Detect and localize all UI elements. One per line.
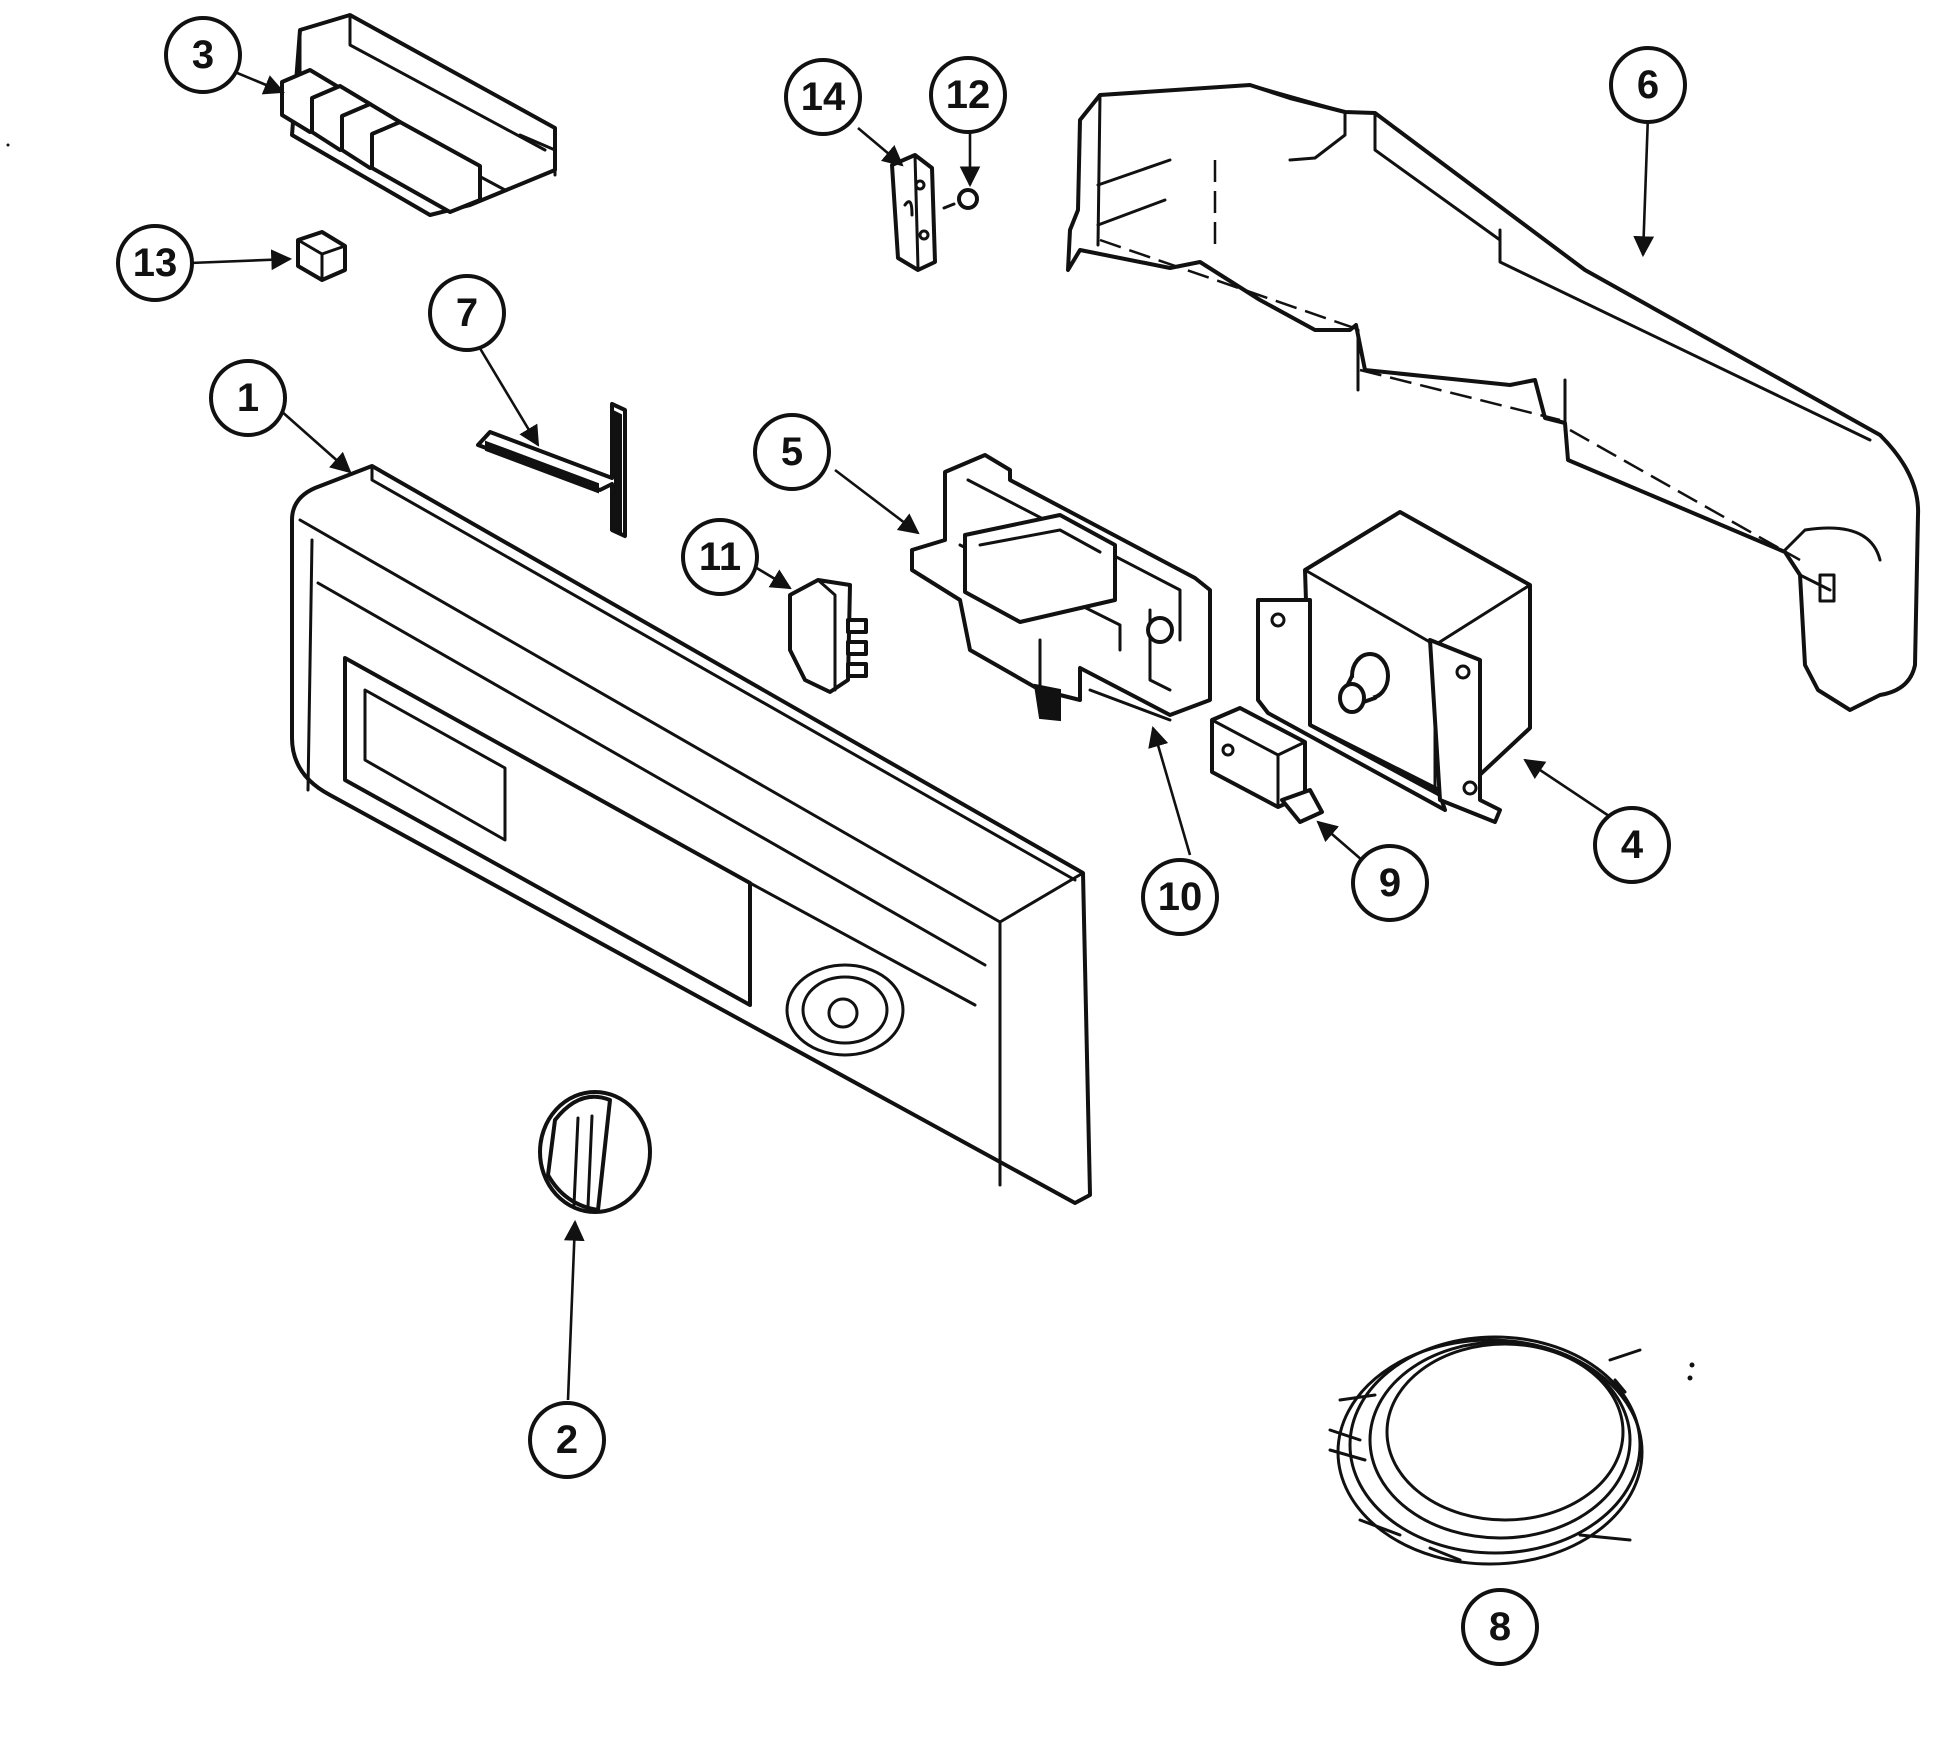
- leader-13: [189, 249, 293, 271]
- cover-part: [1066, 83, 1921, 712]
- leader-1: [279, 409, 352, 474]
- svg-text:4: 4: [1621, 823, 1644, 867]
- bracket-strip-part: [476, 402, 627, 538]
- svg-text:7: 7: [456, 291, 478, 335]
- callout-3: 3: [164, 16, 242, 94]
- svg-text:8: 8: [1489, 1605, 1511, 1649]
- svg-text:3: 3: [192, 33, 214, 77]
- callout-14: 14: [784, 58, 862, 136]
- scan-specks: [6, 143, 1695, 1381]
- svg-text:14: 14: [801, 75, 846, 119]
- wire-harness-part: [1328, 1335, 1644, 1566]
- leader-14: [857, 127, 904, 167]
- svg-text:12: 12: [946, 73, 991, 117]
- callout-6: 6: [1609, 46, 1687, 124]
- svg-text:13: 13: [133, 241, 178, 285]
- screw-part: [942, 188, 979, 210]
- leader-2: [563, 1219, 585, 1401]
- control-panel-part: [290, 464, 1092, 1205]
- dispenser-part: [910, 453, 1212, 722]
- svg-text:9: 9: [1379, 861, 1401, 905]
- callout-1: 1: [209, 359, 287, 437]
- bracket-plate-part: [890, 153, 937, 272]
- button-cap-part: [296, 230, 347, 282]
- callout-2: 2: [528, 1401, 606, 1479]
- callout-13: 13: [116, 224, 194, 302]
- callout-10: 10: [1141, 858, 1219, 936]
- svg-text:6: 6: [1637, 63, 1659, 107]
- svg-text:10: 10: [1158, 875, 1203, 919]
- callout-7: 7: [428, 274, 506, 352]
- callout-11: 11: [681, 518, 759, 596]
- callout-5: 5: [753, 413, 831, 491]
- knob-part: [538, 1090, 652, 1214]
- leader-7: [476, 344, 540, 447]
- leader-11: [754, 565, 792, 590]
- svg-text:1: 1: [237, 376, 259, 420]
- callout-9: 9: [1351, 844, 1429, 922]
- leader-5: [834, 468, 920, 535]
- leader-6: [1633, 114, 1655, 258]
- timer-part: [1256, 510, 1532, 824]
- callout-8: 8: [1461, 1588, 1539, 1666]
- svg-text:11: 11: [699, 535, 741, 579]
- callout-4: 4: [1593, 806, 1671, 884]
- callout-12: 12: [929, 56, 1007, 134]
- svg-text:5: 5: [781, 430, 803, 474]
- switch-block-part: [280, 13, 557, 217]
- callouts: 1 2 3 4 5 6 7 8: [116, 16, 1687, 1666]
- svg-text:2: 2: [556, 1418, 578, 1462]
- leader-3: [229, 68, 285, 95]
- terminal-block-part: [788, 578, 868, 694]
- micro-switch-part: [1210, 706, 1324, 824]
- leader-10: [1148, 726, 1192, 856]
